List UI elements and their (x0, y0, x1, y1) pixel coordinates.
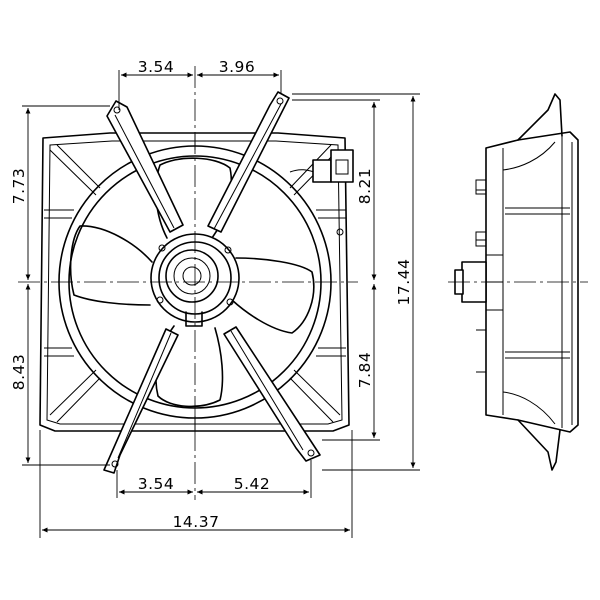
dim-overall-width-label: 14.37 (173, 513, 220, 531)
side-view (448, 93, 588, 471)
front-view (18, 66, 358, 500)
connector (289, 149, 354, 236)
motor-mount-brackets (103, 91, 321, 474)
dim-bottom-left-label: 3.54 (138, 475, 175, 493)
dim-bottom-right-label: 5.42 (234, 475, 271, 493)
dim-top-right-label: 3.96 (219, 58, 256, 76)
fan-blade (231, 257, 315, 334)
shroud-inner-frame (46, 140, 343, 425)
dim-overall-height-label: 17.44 (395, 259, 413, 306)
shroud-frame (39, 132, 350, 432)
fan-blade (69, 225, 153, 306)
side-shroud (485, 131, 579, 433)
dim-left-upper-label: 7.73 (10, 168, 28, 205)
bracket-arm (103, 328, 179, 474)
dim-top-left-label: 3.54 (138, 58, 175, 76)
dim-right-lower-label: 7.84 (356, 352, 374, 389)
dimensions: 3.54 3.96 3.54 5.42 14.37 7.73 8.43 8.21… (10, 58, 420, 538)
dim-right-upper-label: 8.21 (356, 168, 374, 205)
mount-hole (307, 449, 315, 457)
dim-left-lower-label: 8.43 (10, 354, 28, 391)
bracket-arm (106, 100, 184, 233)
mount-hole (113, 106, 121, 114)
mount-hole (111, 460, 119, 468)
bracket-arm (223, 326, 321, 462)
mount-hole (276, 97, 284, 105)
